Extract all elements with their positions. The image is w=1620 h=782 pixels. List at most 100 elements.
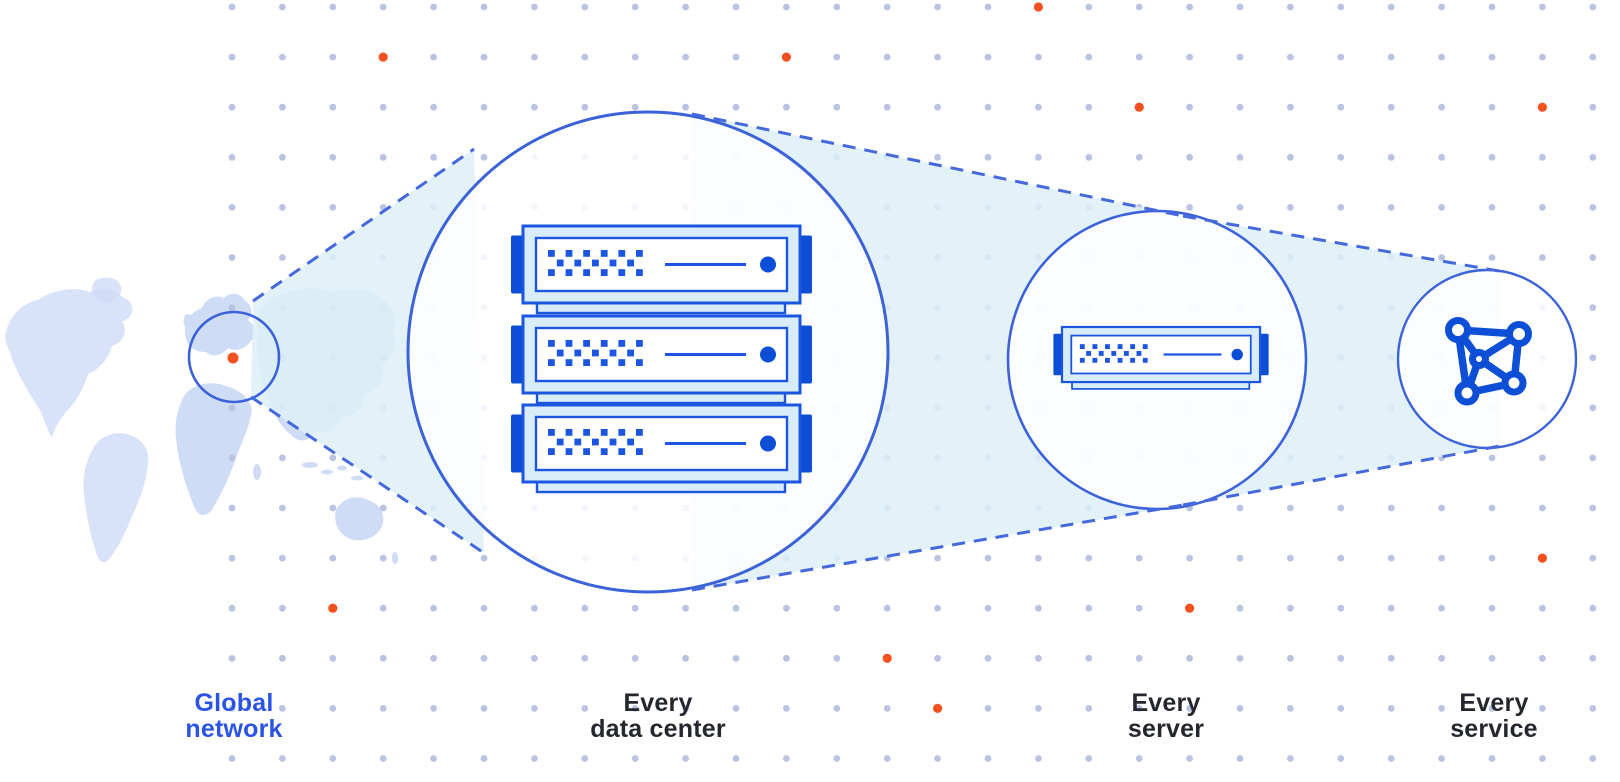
grid-dot [1488, 103, 1496, 111]
grid-dot [883, 705, 891, 712]
server-faceplate [534, 326, 789, 383]
accent-dot [781, 52, 792, 62]
grid-dot [228, 554, 236, 562]
label-line: server [1127, 715, 1205, 743]
server-unit [511, 224, 812, 315]
grid-dot [783, 604, 790, 612]
grid-dot [1387, 604, 1395, 612]
mesh-node [1454, 380, 1480, 406]
grid-dot [279, 103, 286, 111]
grid-dot [984, 53, 992, 61]
zoom-guide-line [250, 395, 485, 555]
grid-dot [329, 53, 337, 61]
grid-dot [1589, 404, 1597, 412]
grid-dot [1085, 53, 1093, 61]
grid-dot [783, 103, 790, 111]
grid-dot [1438, 755, 1445, 762]
continent-south-america [83, 433, 149, 563]
server-led-square [1142, 357, 1148, 363]
grid-dot [228, 755, 236, 762]
grid-dot [1488, 705, 1496, 712]
grid-dot [1539, 53, 1546, 61]
grid-dot [1236, 53, 1244, 61]
grid-dot [1438, 254, 1445, 261]
server-led-square [565, 448, 573, 455]
zoom-guide-line [691, 112, 1184, 218]
grid-dot [1135, 654, 1143, 662]
grid-dot [430, 3, 437, 11]
server-led-square [548, 269, 555, 276]
server-power-dot [1231, 348, 1243, 361]
grid-dot [329, 454, 337, 462]
server-led-square [1117, 357, 1123, 363]
grid-dot [1085, 654, 1093, 662]
server-led-square [636, 359, 643, 366]
grid-dot [531, 705, 538, 712]
grid-dot [1438, 53, 1445, 61]
accent-dot [933, 703, 943, 714]
grid-dot [1135, 554, 1143, 562]
server-led-square [565, 269, 573, 276]
grid-dot [581, 53, 589, 61]
grid-dot [732, 654, 740, 662]
grid-dot [984, 3, 992, 11]
grid-dot [682, 705, 689, 712]
grid-dot [1589, 3, 1597, 11]
grid-dot [1387, 153, 1395, 161]
grid-dot [1287, 103, 1294, 111]
grid-dot [1337, 53, 1345, 61]
island-indonesia-2 [321, 469, 333, 475]
grid-dot [1337, 755, 1345, 762]
server-led-square [618, 250, 626, 257]
grid-dot [1135, 3, 1143, 11]
grid-dot [1488, 153, 1496, 161]
grid-dot [1589, 654, 1597, 662]
label-line: data center [590, 715, 726, 743]
server-led-square [592, 349, 599, 357]
grid-dot [1135, 705, 1143, 712]
grid-dot [934, 604, 941, 612]
grid-dot [1539, 454, 1546, 462]
grid-dot [1488, 254, 1496, 261]
server-led-square [583, 269, 590, 276]
grid-dot [279, 254, 286, 261]
grid-dot [1085, 604, 1093, 612]
grid-dot [1387, 504, 1395, 512]
grid-dot [1236, 755, 1244, 762]
grid-dot [883, 53, 891, 61]
grid-dot [631, 604, 639, 612]
grid-dot [1488, 53, 1496, 61]
grid-dot [279, 755, 286, 762]
server-led-square [1111, 351, 1117, 356]
grid-dot [1186, 554, 1193, 562]
grid-dot [1035, 53, 1042, 61]
grid-dot [1488, 654, 1496, 662]
grid-dot [1085, 755, 1093, 762]
grid-dot [1387, 654, 1395, 662]
grid-dot [1186, 755, 1193, 762]
server-led-square [1092, 344, 1098, 350]
server-led-square [548, 448, 555, 455]
zoom-guide-line [691, 503, 1184, 592]
server-led-square [574, 259, 582, 267]
server-led-square [583, 448, 590, 455]
grid-dot [279, 705, 286, 712]
grid-dot [228, 654, 236, 662]
grid-dot [1337, 153, 1345, 161]
grid-dot [329, 103, 337, 111]
grid-dot [682, 755, 689, 762]
grid-dot [1438, 153, 1445, 161]
grid-dot [1186, 3, 1193, 11]
grid-dot [1438, 204, 1445, 211]
grid-dot [1337, 705, 1345, 712]
server-led-square [548, 250, 555, 257]
grid-dot [581, 654, 589, 662]
server-left-tab [511, 414, 524, 473]
zoom-guide-line [252, 147, 475, 303]
server-left-tab [1053, 333, 1063, 376]
server-led-square [583, 429, 590, 436]
island-greenland [92, 277, 122, 303]
grid-dot [1539, 654, 1546, 662]
grid-dot [379, 755, 387, 762]
server-led-square [565, 340, 573, 347]
